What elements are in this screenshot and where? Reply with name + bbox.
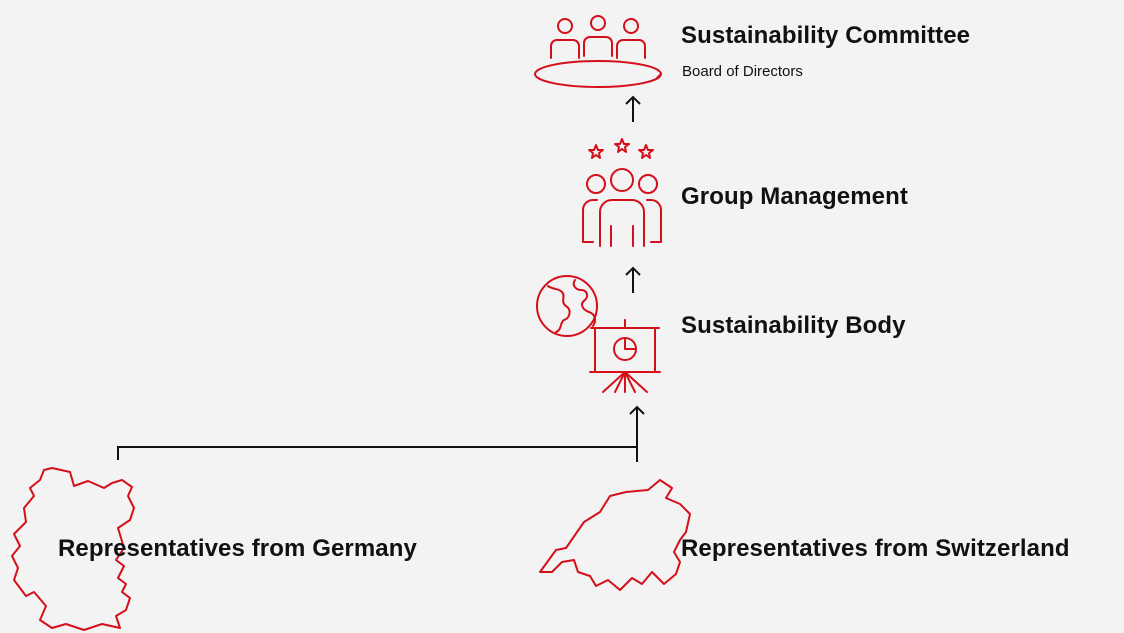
connector-germany — [117, 446, 637, 460]
switzerland-title: Representatives from Switzerland — [681, 535, 1070, 562]
arrowhead-body — [629, 405, 645, 415]
committee-title: Sustainability Committee — [681, 22, 971, 49]
committee-subtitle: Board of Directors — [682, 63, 803, 80]
management-title: Group Management — [681, 183, 908, 210]
body-title: Sustainability Body — [681, 312, 906, 339]
germany-title: Representatives from Germany — [58, 535, 417, 562]
arrowhead-committee — [625, 95, 641, 105]
arrowhead-management — [625, 266, 641, 276]
